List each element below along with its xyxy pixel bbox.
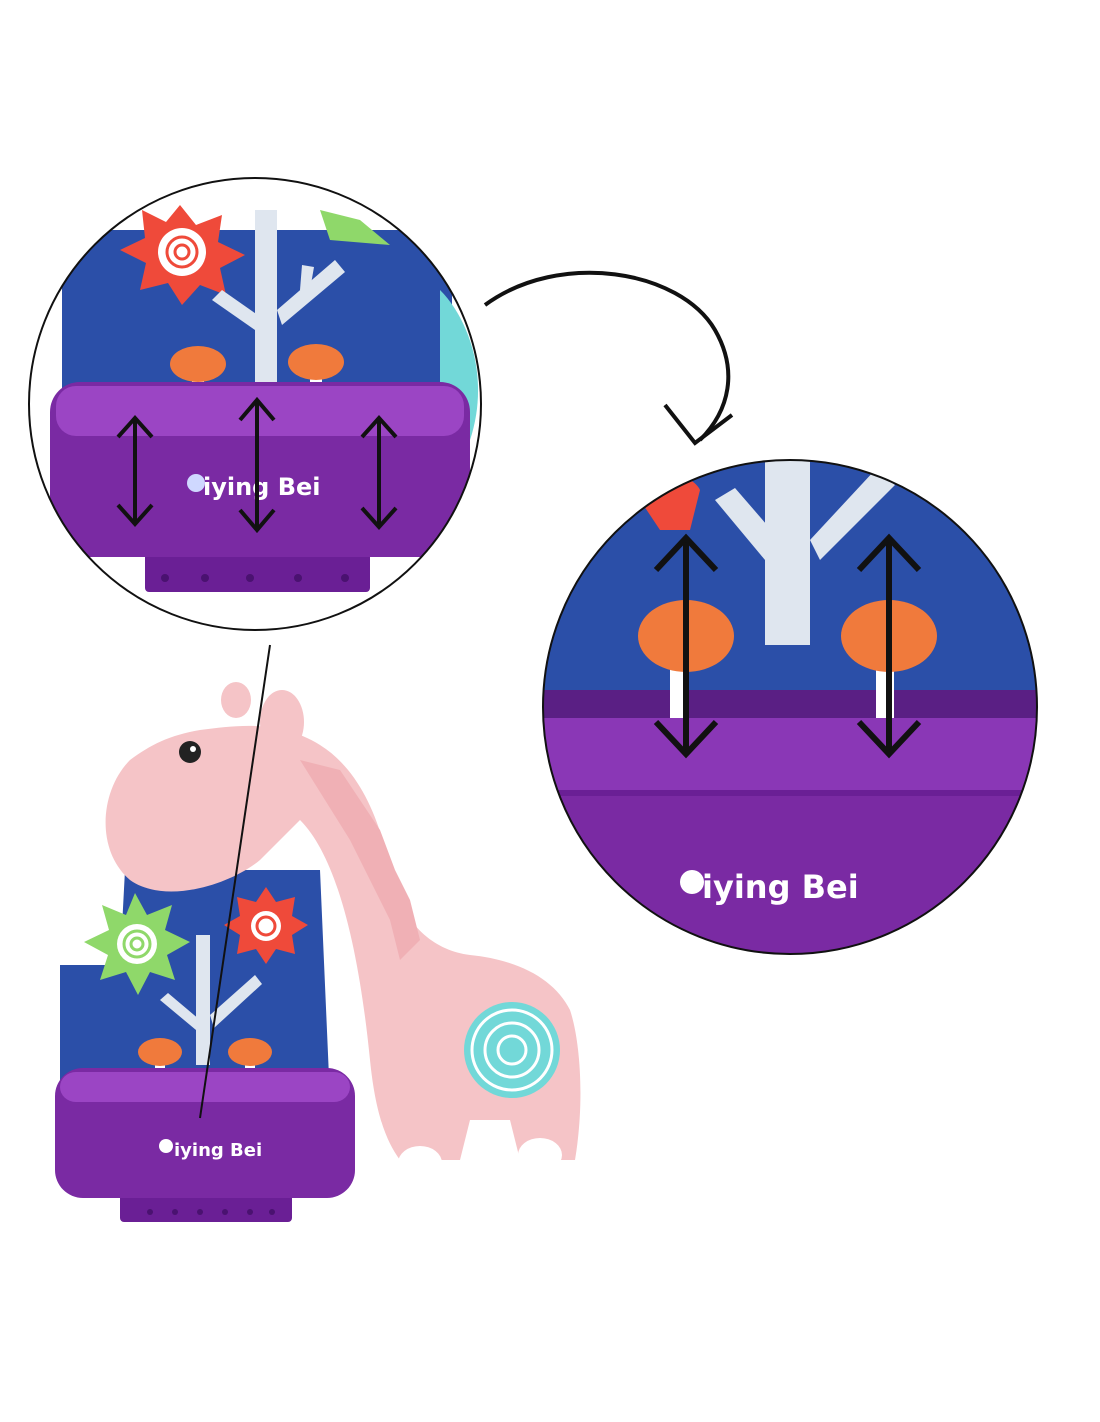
red-gear-icon [120,205,245,305]
octopus-logo-icon [680,870,704,894]
giraffe-feet [398,1138,562,1180]
up-down-arrow-icon [116,415,154,527]
mushroom-button-left [170,346,226,385]
tray-base-holes [147,1209,275,1215]
brand-logo-text: iying Bei [203,473,321,501]
tree-decoration [212,210,345,385]
red-gear-icon [224,887,308,964]
tree-decoration [715,460,895,645]
brand-logo-text: iying Bei [174,1140,262,1161]
zoom-circle-left: iying Bei [28,177,482,631]
giraffe-eye [179,741,201,763]
curved-pointer-arrow-icon [483,270,731,442]
mushroom-button-right [228,1038,272,1072]
tree-decoration [160,935,262,1065]
up-down-arrow-icon [653,533,719,759]
tray-logo: iying Bei [159,1139,262,1161]
zoom-connector-line [199,644,271,1119]
mushroom-button-right [288,344,344,385]
toy-main: iying Bei [55,682,581,1222]
up-down-arrow-icon [238,396,276,534]
cyan-spiral-disc-icon [464,1002,560,1098]
zoom-circle-right: iying Bei [542,459,1038,955]
mushroom-button-left [138,1038,182,1072]
up-down-arrow-icon [360,415,398,530]
brand-logo-text: iying Bei [702,868,859,906]
up-down-arrow-icon [856,533,922,759]
octopus-logo-icon [159,1139,173,1153]
green-gear-icon [84,893,190,995]
giraffe [105,682,581,1160]
octopus-logo-icon [187,474,205,492]
